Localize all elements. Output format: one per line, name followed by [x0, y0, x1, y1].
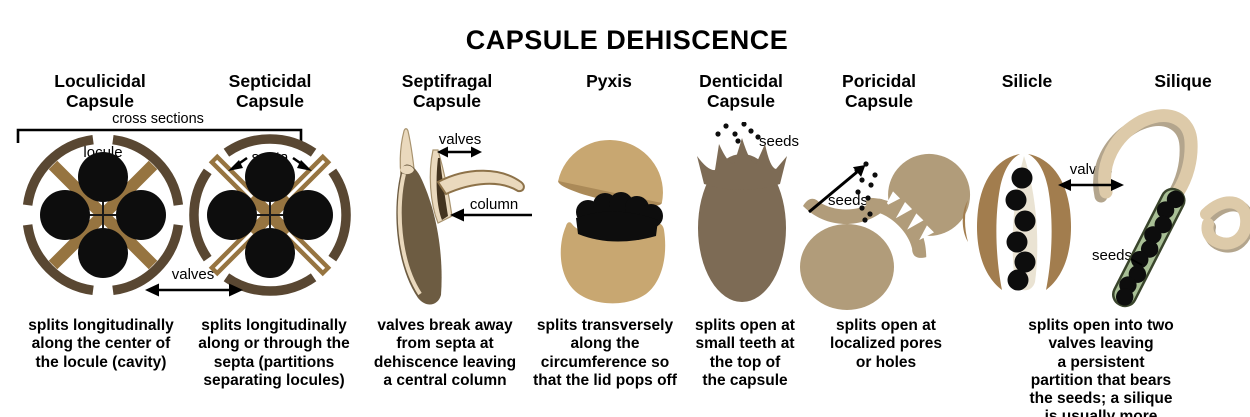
- septicidal-diagram: [189, 134, 351, 296]
- label-seeds-silique: seeds: [1091, 247, 1133, 264]
- seeds-pointer-line: [1130, 258, 1143, 266]
- pyxis-diagram: [558, 139, 666, 304]
- header-pyxis: Pyxis: [586, 71, 632, 91]
- seeds: [1005, 167, 1036, 291]
- seed-circle: [245, 228, 295, 278]
- septifragal-diagram: [396, 128, 532, 305]
- valve-curved-right: [436, 169, 525, 196]
- valves-arrow-cross-sections: [145, 283, 243, 297]
- upper-tilted-capsule: [866, 153, 971, 258]
- description-loculicidal: splits longitudinally along the center o…: [28, 317, 174, 371]
- header-silique: Silique: [1154, 71, 1212, 91]
- septa-pointer-arrows: [228, 156, 312, 171]
- pores: [885, 191, 935, 241]
- detached-valve-sliver: [962, 200, 968, 242]
- seed-circle: [283, 190, 333, 240]
- lid-dome: [558, 139, 663, 204]
- label-valves-cross-sections: valves: [171, 266, 215, 283]
- valve-left: [977, 154, 1020, 290]
- header-loculicidal: Loculicidal Capsule: [54, 71, 146, 112]
- seed-circle: [245, 152, 295, 202]
- poricidal-diagram: [800, 153, 971, 310]
- seed-circle: [207, 190, 257, 240]
- capsule-body: [800, 224, 894, 310]
- seed-circle: [40, 190, 90, 240]
- seed-circle: [78, 228, 128, 278]
- capsule-rim: [866, 197, 927, 258]
- capsule-base: [560, 222, 666, 304]
- capsule-top-cap: [400, 165, 414, 175]
- seeds-mass: [576, 192, 663, 242]
- seeds: [207, 152, 333, 278]
- valve-large-curl: [1098, 109, 1198, 199]
- label-seeds-poricidal: seeds: [827, 192, 869, 209]
- capsule-wall-ring: [22, 134, 184, 296]
- column-arrow: [450, 208, 532, 222]
- label-seeds-denticidal: seeds: [758, 133, 800, 150]
- seeds-row: [1115, 190, 1185, 306]
- lower-capsule: [800, 198, 894, 310]
- header-septifragal: Septifragal Capsule: [401, 71, 493, 112]
- capsule-wall-ring: [189, 134, 351, 296]
- replum-pod: [1112, 187, 1186, 308]
- page-title: CAPSULE DEHISCENCE: [465, 25, 789, 55]
- capsule-rim: [803, 198, 889, 224]
- capsule-body: [698, 154, 786, 302]
- label-valves-septifragal: valves: [438, 131, 482, 148]
- seeds-arrow: [808, 165, 866, 214]
- silicle-diagram: [962, 154, 1071, 291]
- dispersing-seeds: [715, 122, 761, 144]
- loculicidal-diagram: [22, 134, 184, 296]
- valves-arrow-silicle-silique: [1058, 179, 1124, 191]
- valves-arrow: [437, 146, 482, 158]
- denticidal-diagram: [697, 122, 787, 302]
- description-denticidal: splits open at small teeth at the top of…: [695, 317, 795, 389]
- silique-diagram: [1093, 109, 1250, 308]
- seeds: [40, 152, 166, 278]
- description-poricidal: splits open at localized pores or holes: [830, 317, 942, 371]
- description-pyxis: splits transversely along the circumfere…: [533, 317, 677, 389]
- header-silicle: Silicle: [1001, 71, 1053, 91]
- label-cross-sections: cross sections: [112, 111, 204, 127]
- apical-teeth: [697, 138, 787, 190]
- label-column: column: [469, 196, 519, 213]
- description-septicidal: splits longitudinally along or through t…: [198, 317, 350, 389]
- valve-small-curl: [1200, 196, 1250, 250]
- header-denticidal: Denticidal Capsule: [699, 71, 783, 112]
- header-septicidal: Septicidal Capsule: [228, 71, 312, 112]
- curled-valves: [1098, 109, 1250, 250]
- description-silicle-silique: splits open into two valves leaving a pe…: [1028, 317, 1174, 417]
- seed-circle: [116, 190, 166, 240]
- seed-circle: [78, 152, 128, 202]
- header-poricidal: Poricidal Capsule: [842, 71, 916, 112]
- description-septifragal: valves break away from septa at dehiscen…: [373, 317, 517, 389]
- capsule-body-edge-highlight: [397, 173, 422, 296]
- valve-right: [1028, 154, 1071, 290]
- septa-split-lines: [214, 159, 326, 271]
- cross-sections-bracket: [16, 128, 303, 143]
